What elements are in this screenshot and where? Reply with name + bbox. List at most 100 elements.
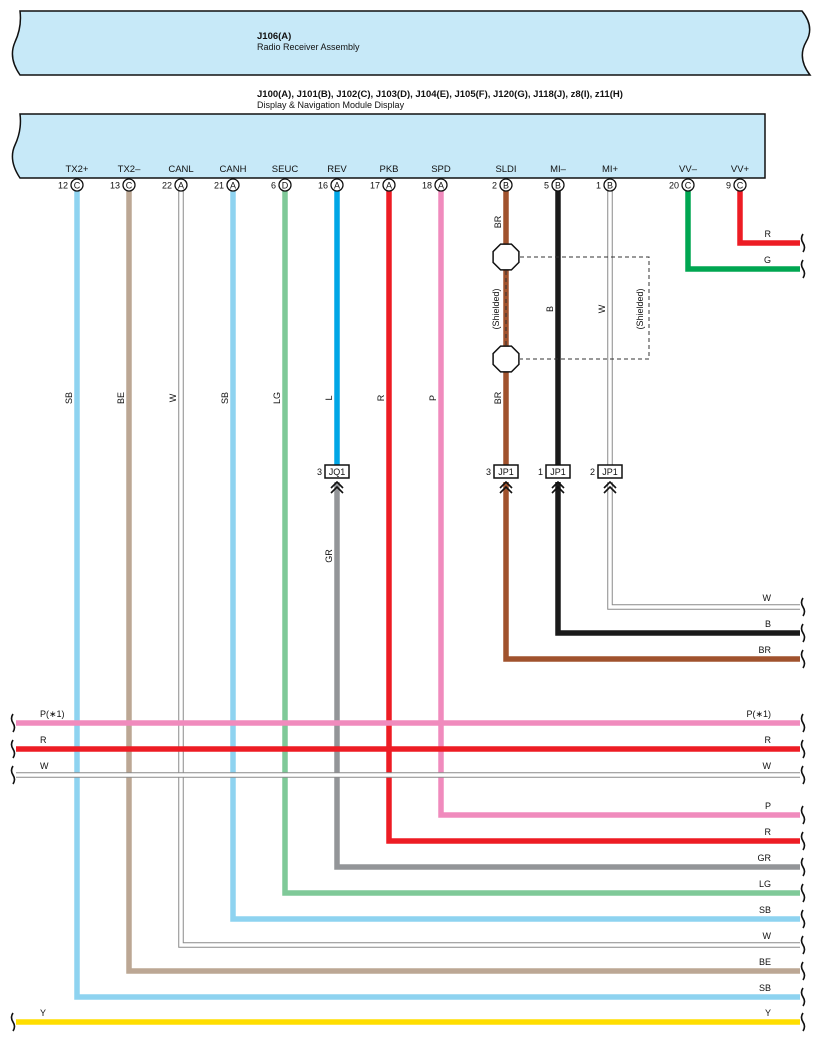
tx2p-wire bbox=[74, 185, 800, 1000]
spd-wire-label: P bbox=[428, 395, 438, 401]
rev-pin-circle bbox=[330, 178, 344, 192]
mim-right-label: B bbox=[765, 619, 771, 629]
mim-pin-circle bbox=[551, 178, 565, 192]
rev-connector-letter: A bbox=[334, 181, 340, 191]
jp1a-chevron-icon bbox=[499, 480, 513, 494]
canh-pin-circle bbox=[226, 178, 240, 192]
display-module-box bbox=[11, 113, 766, 179]
tx2m-pin-number: 13 bbox=[110, 181, 120, 191]
mip-right-label: W bbox=[763, 593, 772, 603]
through-r-break-right bbox=[800, 739, 806, 759]
canh-break-right bbox=[800, 909, 806, 929]
through-p1-right-label: P(∗1) bbox=[746, 709, 771, 719]
spd-connector-letter: A bbox=[438, 181, 444, 191]
vvm-pin-circle bbox=[681, 178, 695, 192]
rev-break-right bbox=[800, 857, 806, 877]
vvp-pin-circle bbox=[733, 178, 747, 192]
spd-pin-circle bbox=[434, 178, 448, 192]
mip-wire bbox=[608, 482, 800, 609]
tx2m-break-right bbox=[800, 961, 806, 981]
through-y-break-right bbox=[800, 1012, 806, 1032]
seuc-break-right bbox=[800, 883, 806, 903]
radio-receiver-id: J106(A) bbox=[257, 31, 291, 42]
pkb-connector-letter: A bbox=[386, 181, 392, 191]
canh-right-label: SB bbox=[759, 905, 771, 915]
shield-connector-top bbox=[492, 243, 520, 271]
canl-break-right bbox=[800, 935, 806, 955]
rev-right-label: GR bbox=[758, 853, 772, 863]
sldi-signal-label: SLDI bbox=[495, 164, 516, 175]
jp1c-junction-box bbox=[597, 464, 623, 479]
jp1b-chevron-icon bbox=[551, 480, 565, 494]
mip-pin-circle bbox=[603, 178, 617, 192]
vvp-signal-label: VV+ bbox=[731, 164, 750, 175]
through-p1-break-right bbox=[800, 713, 806, 733]
seuc-wire-label: LG bbox=[272, 392, 282, 404]
through-w-break-right bbox=[800, 765, 806, 785]
tx2m-right-label: BE bbox=[759, 957, 771, 967]
mip-pin-number: 1 bbox=[596, 181, 601, 191]
canl-wire-label: W bbox=[168, 393, 178, 402]
jq1-junction-label: JQ1 bbox=[329, 467, 346, 477]
jp1a-junction-box bbox=[493, 464, 519, 479]
break-marks bbox=[10, 233, 806, 1032]
tx2p-signal-label: TX2+ bbox=[66, 164, 89, 175]
vvp-wire bbox=[737, 185, 800, 246]
pkb-break-right bbox=[800, 831, 806, 851]
sldi-pin-circle bbox=[499, 178, 513, 192]
vvm-break-right bbox=[800, 259, 806, 279]
seuc-right-label: LG bbox=[759, 879, 771, 889]
mip-wire-outline bbox=[607, 482, 800, 610]
spd-right-label: P bbox=[765, 801, 771, 811]
pkb-pin-number: 17 bbox=[370, 181, 380, 191]
tx2m-connector-letter: C bbox=[126, 181, 133, 191]
mip-wire-label: W bbox=[597, 304, 607, 313]
mim-pin-number: 5 bbox=[544, 181, 549, 191]
vvm-pin-number: 20 bbox=[669, 181, 679, 191]
canl-pin-circle bbox=[174, 178, 188, 192]
jp1c-chevron-icon bbox=[603, 480, 617, 494]
through-w-break-left bbox=[10, 765, 16, 785]
sldi-wire bbox=[503, 482, 800, 662]
canh-wire bbox=[230, 185, 800, 922]
canh-connector-letter: A bbox=[230, 181, 236, 191]
jp1c-junction-label: JP1 bbox=[602, 467, 618, 477]
canl-wire bbox=[179, 185, 800, 947]
vvp-pin-number: 9 bbox=[726, 181, 731, 191]
mim-wire-label: B bbox=[545, 306, 555, 312]
seuc-signal-label: SEUC bbox=[272, 164, 299, 175]
tx2p-pin-number: 12 bbox=[58, 181, 68, 191]
pkb-right-label: R bbox=[765, 827, 772, 837]
canl-right-label: W bbox=[763, 931, 772, 941]
display-connectors: J100(A), J101(B), J102(C), J103(D), J104… bbox=[257, 89, 623, 100]
pkb-wire bbox=[386, 185, 800, 844]
jq1_out-wire-label: GR bbox=[324, 549, 334, 563]
vvp-connector-letter: C bbox=[737, 181, 744, 191]
tx2m-wire bbox=[126, 185, 800, 974]
shield-connector-bottom bbox=[492, 345, 520, 373]
rev-wire bbox=[334, 482, 800, 870]
through-r-left-label: R bbox=[40, 735, 47, 745]
shielded-label-right: (Shielded) bbox=[635, 288, 645, 329]
vvm-right-label: G bbox=[764, 255, 771, 265]
through-y-left-label: Y bbox=[40, 1008, 46, 1018]
vvp-break-right bbox=[800, 233, 806, 253]
sldi-pin-number: 2 bbox=[492, 181, 497, 191]
mim-connector-letter: B bbox=[555, 181, 561, 191]
jp1b-junction-pin: 1 bbox=[538, 467, 543, 477]
sldi_bottom-wire-label: BR bbox=[493, 391, 503, 404]
mip-break-right bbox=[800, 597, 806, 617]
canh-wire-label: SB bbox=[220, 392, 230, 404]
jp1a-junction-pin: 3 bbox=[486, 467, 491, 477]
sldi-right-label: BR bbox=[758, 645, 771, 655]
vvm-connector-letter: C bbox=[685, 181, 692, 191]
jp1a-junction-label: JP1 bbox=[498, 467, 514, 477]
canh-pin-number: 21 bbox=[214, 181, 224, 191]
wire-layer bbox=[16, 185, 800, 1025]
spd-signal-label: SPD bbox=[431, 164, 451, 175]
seuc-pin-circle bbox=[278, 178, 292, 192]
shield-group bbox=[492, 243, 650, 373]
radio-receiver-box bbox=[11, 10, 812, 76]
mip-connector-letter: B bbox=[607, 181, 613, 191]
